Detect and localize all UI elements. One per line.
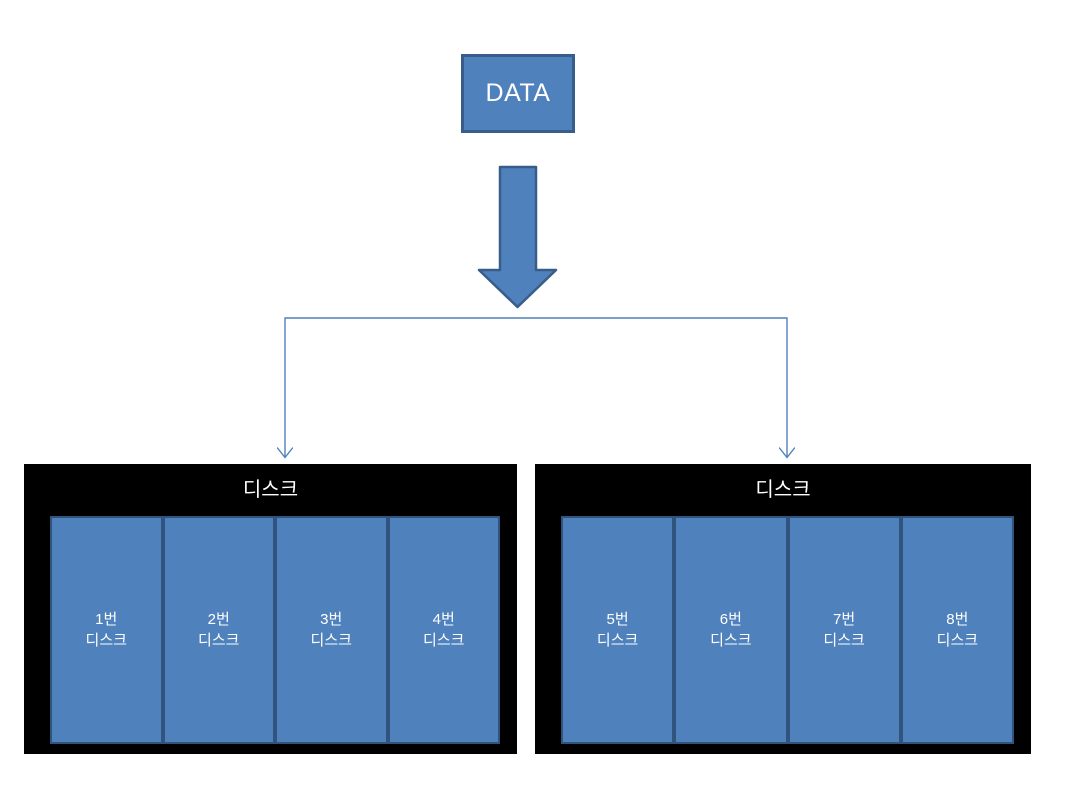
data-source-label: DATA bbox=[485, 79, 551, 107]
disk-group-2-title: 디스크 bbox=[755, 479, 811, 501]
disk-3: 3번 디스크 bbox=[275, 516, 388, 744]
disk-group-1-title: 디스크 bbox=[242, 479, 299, 501]
disk-6-number: 6번 bbox=[719, 611, 742, 628]
disk-8-name: 디스크 bbox=[936, 632, 979, 649]
disk-5-number: 5번 bbox=[606, 611, 629, 628]
disk-8-number: 8번 bbox=[946, 611, 969, 628]
disk-2-name: 디스크 bbox=[198, 632, 240, 649]
disk-2: 2번 디스크 bbox=[162, 516, 275, 744]
disk-6: 6번 디스크 bbox=[674, 516, 788, 744]
right-arrowhead-icon bbox=[778, 447, 796, 459]
disk-4: 4번 디스크 bbox=[387, 516, 500, 744]
split-connector-line bbox=[284, 317, 788, 457]
disk-group-2: 디스크 5번 디스크 6번 디스크 7번 디스크 8번 디스크 bbox=[535, 464, 1031, 754]
disk-group-2-row: 5번 디스크 6번 디스크 7번 디스크 8번 디스크 bbox=[561, 516, 1014, 744]
disk-5-name: 디스크 bbox=[596, 632, 639, 649]
disk-2-number: 2번 bbox=[207, 611, 230, 628]
disk-8: 8번 디스크 bbox=[900, 516, 1014, 744]
disk-3-number: 3번 bbox=[320, 611, 343, 628]
disk-1-name: 디스크 bbox=[85, 632, 127, 649]
disk-4-name: 디스크 bbox=[423, 632, 465, 649]
disk-1: 1번 디스크 bbox=[50, 516, 163, 744]
disk-3-name: 디스크 bbox=[310, 632, 352, 649]
disk-7: 7번 디스크 bbox=[787, 516, 901, 744]
left-arrowhead-icon bbox=[276, 447, 294, 459]
disk-1-number: 1번 bbox=[95, 611, 118, 628]
disk-7-number: 7번 bbox=[833, 611, 856, 628]
disk-group-1-row: 1번 디스크 2번 디스크 3번 디스크 4번 디스크 bbox=[50, 516, 500, 744]
down-arrow-icon bbox=[477, 165, 558, 309]
disk-7-name: 디스크 bbox=[823, 632, 865, 649]
disk-6-name: 디스크 bbox=[710, 632, 752, 649]
disk-5: 5번 디스크 bbox=[561, 516, 675, 744]
disk-group-1: 디스크 1번 디스크 2번 디스크 3번 디스크 4번 디스크 bbox=[24, 464, 517, 754]
disk-4-number: 4번 bbox=[432, 611, 455, 628]
data-source-box: DATA bbox=[461, 54, 575, 133]
